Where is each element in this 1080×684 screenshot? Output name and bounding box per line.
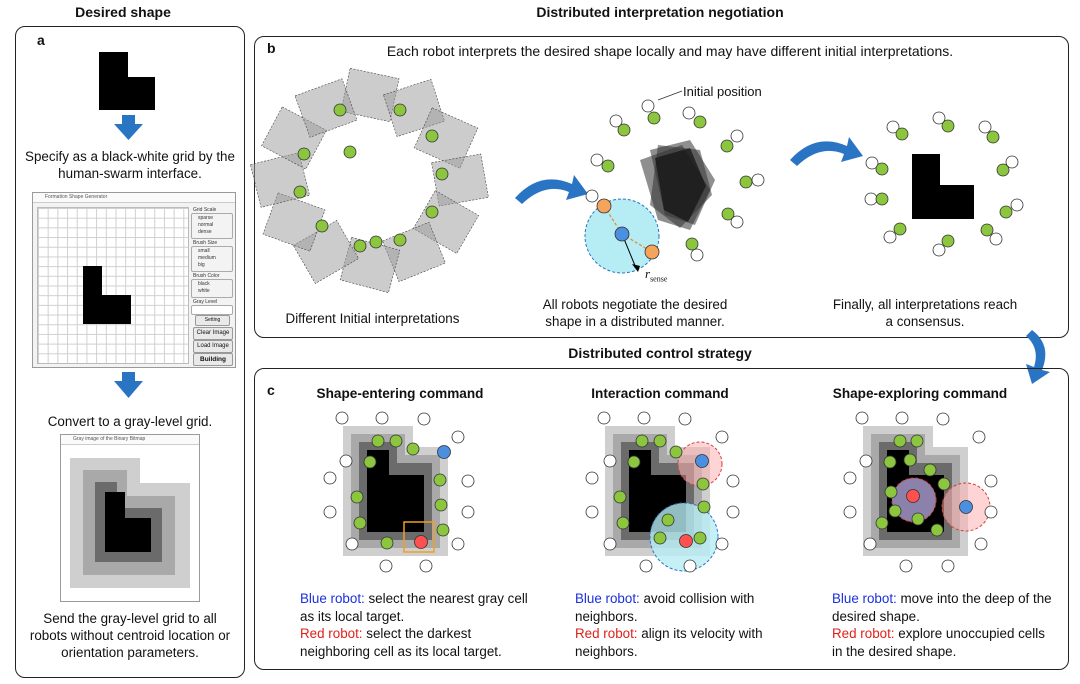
panel-a-step2: Convert to a gray-level grid. — [47, 414, 213, 429]
panel-b-caption-3: Finally, all interpretations reach a con… — [832, 297, 1018, 329]
group-label-grid-scale: Grid Scale — [193, 207, 217, 213]
building-button[interactable]: Building — [193, 353, 233, 366]
col3-blue-label: Blue robot: — [832, 591, 897, 606]
option-normal[interactable]: normal — [198, 222, 214, 228]
col3-blue-text: move into the deep of the desired shape. — [832, 591, 1052, 624]
panel-b-intro: Each robot interprets the desired shape … — [386, 43, 954, 59]
col3-red-label: Red robot: — [832, 626, 895, 641]
r-sense-label: rsense — [645, 266, 667, 284]
window-title: Formation Shape Generator — [33, 193, 235, 203]
desired-l-shape — [99, 52, 155, 110]
group-brush-color — [191, 279, 233, 298]
col1-description: Blue robot: select the nearest gray cell… — [300, 590, 540, 660]
panel-b — [254, 36, 1069, 338]
col3-description: Blue robot: move into the deep of the de… — [832, 590, 1057, 660]
group-grid-scale — [191, 213, 233, 239]
header-desired-shape: Desired shape — [75, 4, 171, 20]
option-white[interactable]: white — [198, 288, 210, 294]
col2-blue-label: Blue robot: — [575, 591, 640, 606]
gray-image-window: Gray image of the Binary Bitmap — [60, 434, 200, 602]
col1-red-text: select the darkest neighboring cell as i… — [300, 626, 502, 659]
panel-a-graphics — [99, 52, 155, 398]
load-image-button[interactable]: Load Image — [193, 340, 233, 353]
panel-c-letter: c — [267, 382, 275, 398]
option-big[interactable]: big — [198, 262, 205, 268]
header-control: Distributed control strategy — [568, 345, 752, 361]
col1-blue-text: select the nearest gray cell as its loca… — [300, 591, 528, 624]
col3-red-text: explore unoccupied cells in the desired … — [832, 626, 1045, 659]
shape-generator-window: Formation Shape Generator Grid Scale spa… — [32, 192, 236, 368]
option-sparse[interactable]: sparse — [198, 215, 214, 221]
drawn-shape — [83, 266, 131, 324]
panel-b-caption-1: Different Initial interpretations — [285, 311, 460, 326]
header-negotiation: Distributed interpretation negotiation — [536, 4, 784, 20]
col2-red-text: align its velocity with neighbors. — [575, 626, 763, 659]
col1-red-label: Red robot: — [300, 626, 363, 641]
curved-arrow-1 — [515, 175, 588, 204]
down-arrow-1 — [114, 115, 143, 140]
initial-position-label: Initial position — [683, 84, 762, 99]
gray-window-title: Gray image of the Binary Bitmap — [61, 435, 199, 445]
setting-button[interactable]: Setting — [195, 315, 230, 326]
panel-a-letter: a — [37, 32, 45, 48]
option-small[interactable]: small — [198, 248, 210, 254]
panel-b-caption-2: All robots negotiate the desired shape i… — [542, 297, 728, 329]
panel-a-step1: Specify as a black-white grid by the hum… — [25, 149, 235, 181]
col3-title: Shape-exploring command — [832, 386, 1008, 401]
col1-title: Shape-entering command — [316, 386, 484, 401]
r-sense-main: r — [645, 266, 651, 281]
clear-image-button[interactable]: Clear Image — [193, 327, 233, 340]
consensus-stage — [864, 111, 1024, 257]
col2-title: Interaction command — [591, 386, 729, 401]
drawing-grid[interactable] — [37, 207, 189, 364]
group-label-brush-size: Brush Size — [193, 240, 218, 246]
option-medium[interactable]: medium — [198, 255, 216, 261]
group-label-gray-level: Gray Level — [193, 299, 218, 305]
col1-blue-label: Blue robot: — [300, 591, 365, 606]
target-cell-highlight — [403, 521, 435, 553]
down-arrow-2 — [114, 372, 143, 398]
initial-interpretations-ring — [250, 67, 489, 294]
option-black[interactable]: black — [198, 281, 210, 287]
group-label-brush-color: Brush Color — [193, 273, 220, 279]
panel-b-letter: b — [267, 40, 276, 56]
col2-red-label: Red robot: — [575, 626, 638, 641]
curved-arrow-2 — [790, 137, 863, 166]
col2-blue-text: avoid collision with neighbors. — [575, 591, 755, 624]
gray-level-grid — [70, 458, 190, 588]
group-brush-size — [191, 246, 233, 272]
option-dense[interactable]: dense — [198, 229, 212, 235]
gray-level-select[interactable] — [191, 305, 233, 315]
panel-c — [254, 368, 1069, 670]
negotiation-stage — [584, 90, 765, 274]
r-sense-sub: sense — [650, 274, 668, 284]
col2-description: Blue robot: avoid collision with neighbo… — [575, 590, 800, 660]
curved-arrow-3 — [1026, 330, 1050, 384]
panel-a-step3: Send the gray-level grid to all robots w… — [29, 611, 231, 660]
panel-a — [15, 26, 245, 678]
